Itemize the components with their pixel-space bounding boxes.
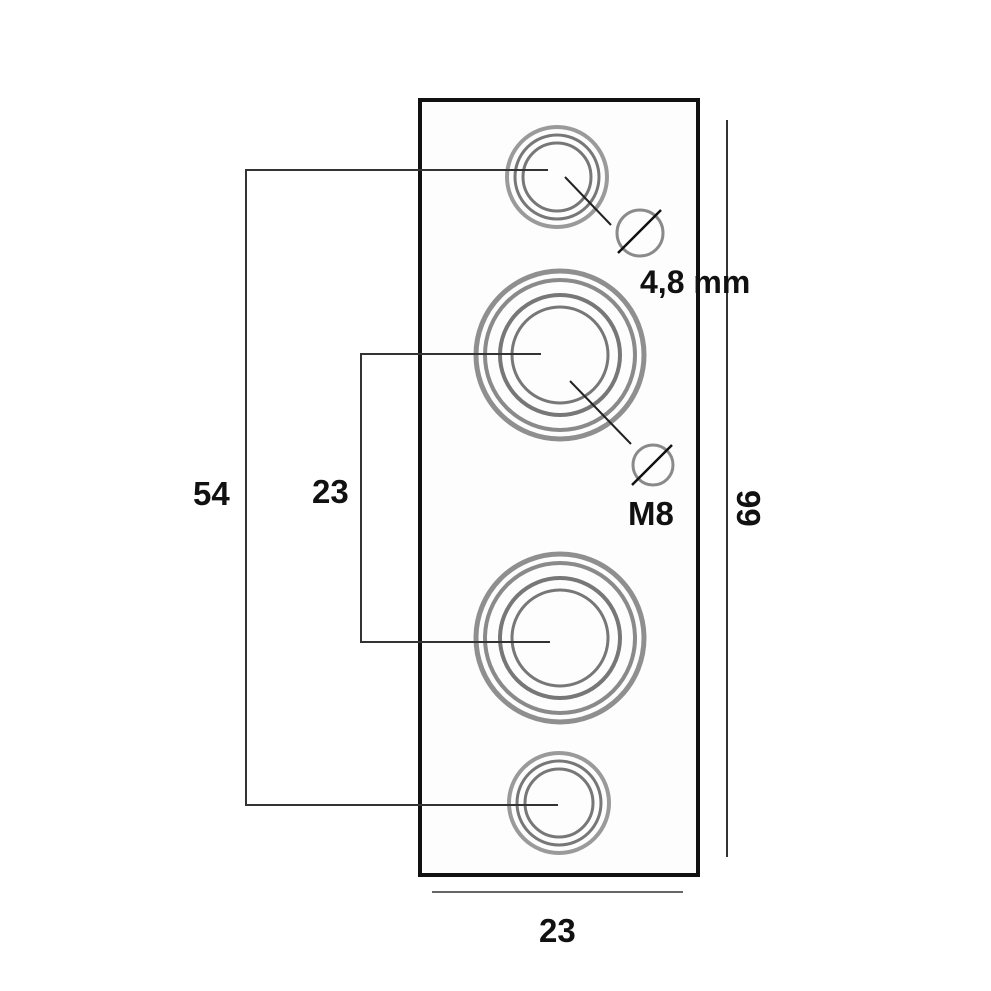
dimension-label-99: 99 xyxy=(730,490,767,527)
callout-small-hole-diameter: 4,8 mm xyxy=(640,264,750,300)
dimension-label-54: 54 xyxy=(193,475,230,512)
leader-line-large-hole xyxy=(569,380,632,445)
hole-large-lower xyxy=(473,551,647,725)
hole-small-bottom xyxy=(507,751,611,855)
plate-outline xyxy=(418,98,700,877)
dimension-line-23-inner xyxy=(360,353,550,643)
dimension-line-54 xyxy=(245,169,558,806)
dimension-label-23-inner: 23 xyxy=(312,473,349,510)
callout-large-hole-thread: M8 xyxy=(628,495,674,532)
dimension-label-23-width: 23 xyxy=(539,912,576,949)
leader-line-small-hole xyxy=(564,176,612,226)
diameter-symbol-icon xyxy=(631,443,675,487)
hole-small-top xyxy=(505,125,609,229)
diameter-symbol-icon xyxy=(615,208,665,258)
